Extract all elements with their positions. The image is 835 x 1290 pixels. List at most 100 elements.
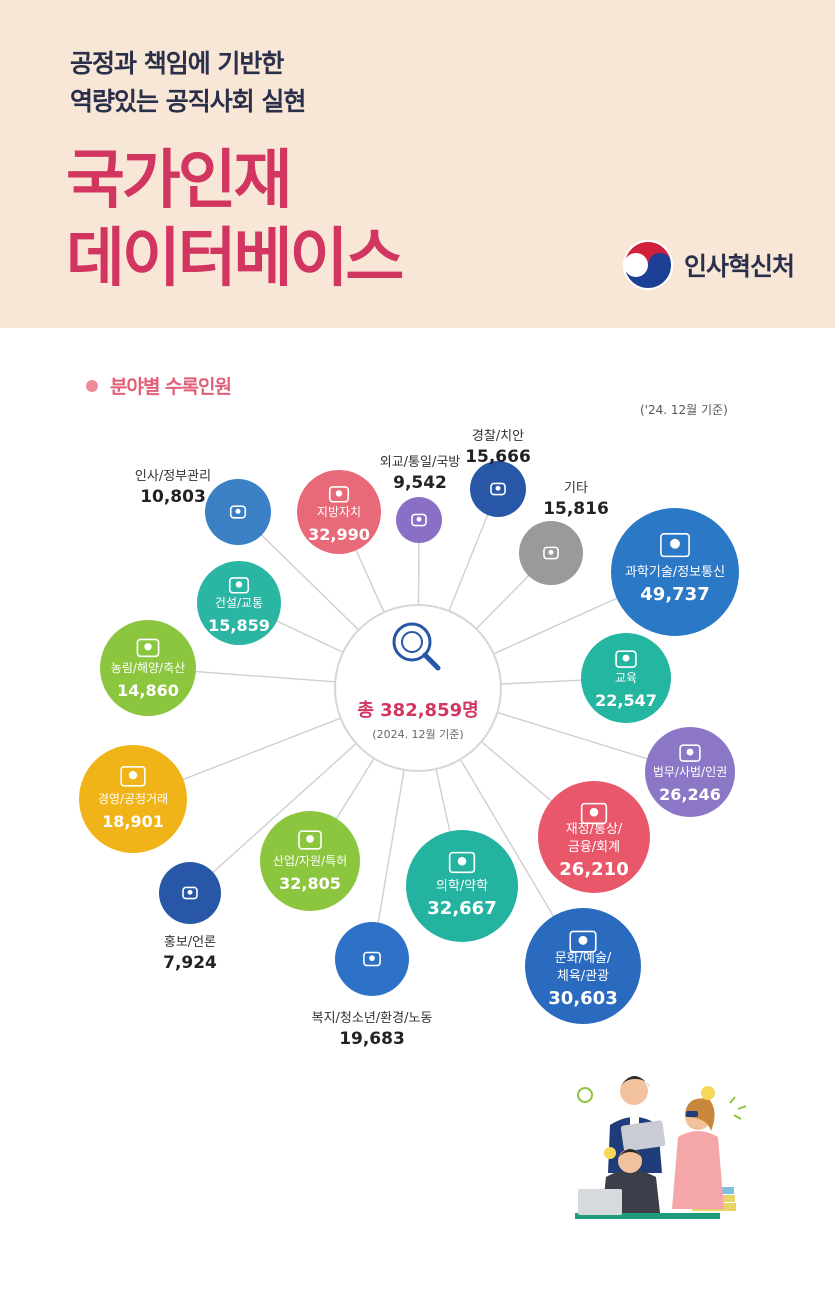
mountain-icon xyxy=(328,486,350,503)
category-value: 19,683 xyxy=(339,1029,405,1049)
bubble-circle xyxy=(197,561,281,645)
category-value: 9,542 xyxy=(393,473,447,493)
total-sub-label: (2024. 12월 기준) xyxy=(372,728,463,741)
center-circle xyxy=(334,604,502,772)
category-value: 15,859 xyxy=(208,616,270,635)
category-label: 농림/해양/축산 xyxy=(111,661,185,675)
scale-icon xyxy=(679,744,701,762)
tank-icon xyxy=(411,513,427,527)
page-title: 국가인재 데이터베이스 xyxy=(66,142,404,298)
category-label: 홍보/언론 xyxy=(164,935,216,950)
bubble-chart: 총 382,859명 (2024. 12월 기준) 인사/정부관리 10,803 지방… xyxy=(79,429,739,1049)
org-name: 인사혁신처 xyxy=(684,252,795,281)
bubble-circle xyxy=(645,727,735,817)
artist-icon xyxy=(569,930,597,953)
category-label: 재정/통상/ xyxy=(566,822,623,837)
category-label: 기타 xyxy=(564,481,588,496)
org-logo: 인사혁신처 xyxy=(622,236,795,294)
category-label: 외교/통일/국방 xyxy=(380,455,461,470)
family-house-icon xyxy=(363,951,381,967)
bubble-17: 건설/교통 15,859 xyxy=(197,561,281,645)
ambulance-icon xyxy=(448,851,476,874)
bubble-2: 지방자치 32,990 xyxy=(297,470,381,554)
category-value: 22,547 xyxy=(595,691,657,710)
chat-icon xyxy=(543,546,559,560)
basis-date-note: ('24. 12월 기준) xyxy=(640,403,728,417)
bubble-6: 과학기술/정보통신 49,737 xyxy=(611,508,739,636)
category-label: 지방자치 xyxy=(317,505,361,519)
bubble-circle xyxy=(260,811,360,911)
subtitle-line-2: 역량있는 공직사회 실현 xyxy=(70,87,306,116)
category-label: 인사/정부관리 xyxy=(135,469,211,484)
category-label: 건설/교통 xyxy=(215,596,263,610)
title-line-2: 데이터베이스 xyxy=(66,222,404,296)
magnifier-person-icon xyxy=(392,622,441,671)
category-value: 15,816 xyxy=(543,499,609,519)
bubble-circle xyxy=(79,745,187,853)
category-label: 금융/회계 xyxy=(568,840,620,855)
bubble-13: 산업/자원/특허 32,805 xyxy=(260,811,360,911)
category-value: 7,924 xyxy=(163,953,217,973)
bubble-9: 재정/통상/금융/회계 26,210 xyxy=(538,781,650,893)
category-value: 32,990 xyxy=(308,525,370,544)
coins-icon xyxy=(580,802,608,825)
road-icon xyxy=(228,577,250,594)
title-line-1: 국가인재 xyxy=(66,144,293,218)
category-label: 과학기술/정보통신 xyxy=(625,565,725,580)
bubble-16: 농림/해양/축산 14,860 xyxy=(100,620,196,716)
category-value: 26,210 xyxy=(559,859,628,880)
document-icon xyxy=(298,830,322,850)
category-label: 의학/약학 xyxy=(436,879,488,894)
police-icon xyxy=(490,482,506,496)
category-label: 복지/청소년/환경/노동 xyxy=(312,1011,433,1026)
category-bubbles: 인사/정부관리 10,803 지방자치 32,990 외교/통일/국방 9,542 경찰/치… xyxy=(79,429,739,1049)
bubble-circle xyxy=(297,470,381,554)
center-total-circle: 총 382,859명 (2024. 12월 기준) xyxy=(334,604,502,772)
section-heading: 분야별 수록인원 xyxy=(86,372,232,399)
bubble-12: 복지/청소년/환경/노동 19,683 xyxy=(312,922,433,1049)
bubble-4: 경찰/치안 15,666 xyxy=(465,429,531,517)
people-illustration xyxy=(575,1076,747,1219)
bubble-circle xyxy=(538,781,650,893)
bubble-circle xyxy=(406,830,518,942)
bubble-5: 기타 15,816 xyxy=(519,481,609,585)
category-label: 체육/관광 xyxy=(557,969,609,984)
bubble-circle xyxy=(525,908,641,1024)
subtitle: 공정과 책임에 기반한 역량있는 공직사회 실현 xyxy=(70,45,306,121)
header-banner: 공정과 책임에 기반한 역량있는 공직사회 실현 국가인재 데이터베이스 인사혁… xyxy=(0,0,835,328)
school-icon xyxy=(615,650,637,668)
category-label: 문화/예술/ xyxy=(555,951,612,966)
category-label: 법무/사법/인권 xyxy=(653,765,727,779)
bubble-circle xyxy=(100,620,196,716)
bullet-dot-icon xyxy=(86,379,98,392)
chart-board-icon xyxy=(120,766,146,787)
category-value: 10,803 xyxy=(140,487,206,507)
water-drop-icon xyxy=(136,638,160,658)
category-value: 49,737 xyxy=(640,584,709,605)
bubble-15: 경영/공정거래 18,901 xyxy=(79,745,187,853)
section-title: 분야별 수록인원 xyxy=(110,376,232,398)
category-value: 14,860 xyxy=(117,681,179,700)
category-label: 경찰/치안 xyxy=(472,429,524,444)
category-value: 26,246 xyxy=(659,785,721,804)
subtitle-line-1: 공정과 책임에 기반한 xyxy=(70,49,284,78)
bubble-7: 교육 22,547 xyxy=(581,633,671,723)
megaphone-icon xyxy=(182,886,198,900)
bubble-circle xyxy=(611,508,739,636)
bubble-1: 인사/정부관리 10,803 xyxy=(135,469,271,545)
category-label: 산업/자원/특허 xyxy=(273,854,347,868)
category-value: 15,666 xyxy=(465,447,531,467)
category-value: 32,805 xyxy=(279,874,341,893)
government-emblem-icon xyxy=(623,240,673,290)
category-value: 18,901 xyxy=(102,812,164,831)
bubble-8: 법무/사법/인권 26,246 xyxy=(645,727,735,817)
category-label: 경영/공정거래 xyxy=(98,792,168,806)
brain-gear-icon xyxy=(660,533,690,558)
bubble-14: 홍보/언론 7,924 xyxy=(159,862,221,973)
bubble-3: 외교/통일/국방 9,542 xyxy=(380,455,461,543)
bubble-circle xyxy=(581,633,671,723)
category-label: 교육 xyxy=(615,671,637,685)
total-label: 총 382,859명 xyxy=(357,700,478,721)
